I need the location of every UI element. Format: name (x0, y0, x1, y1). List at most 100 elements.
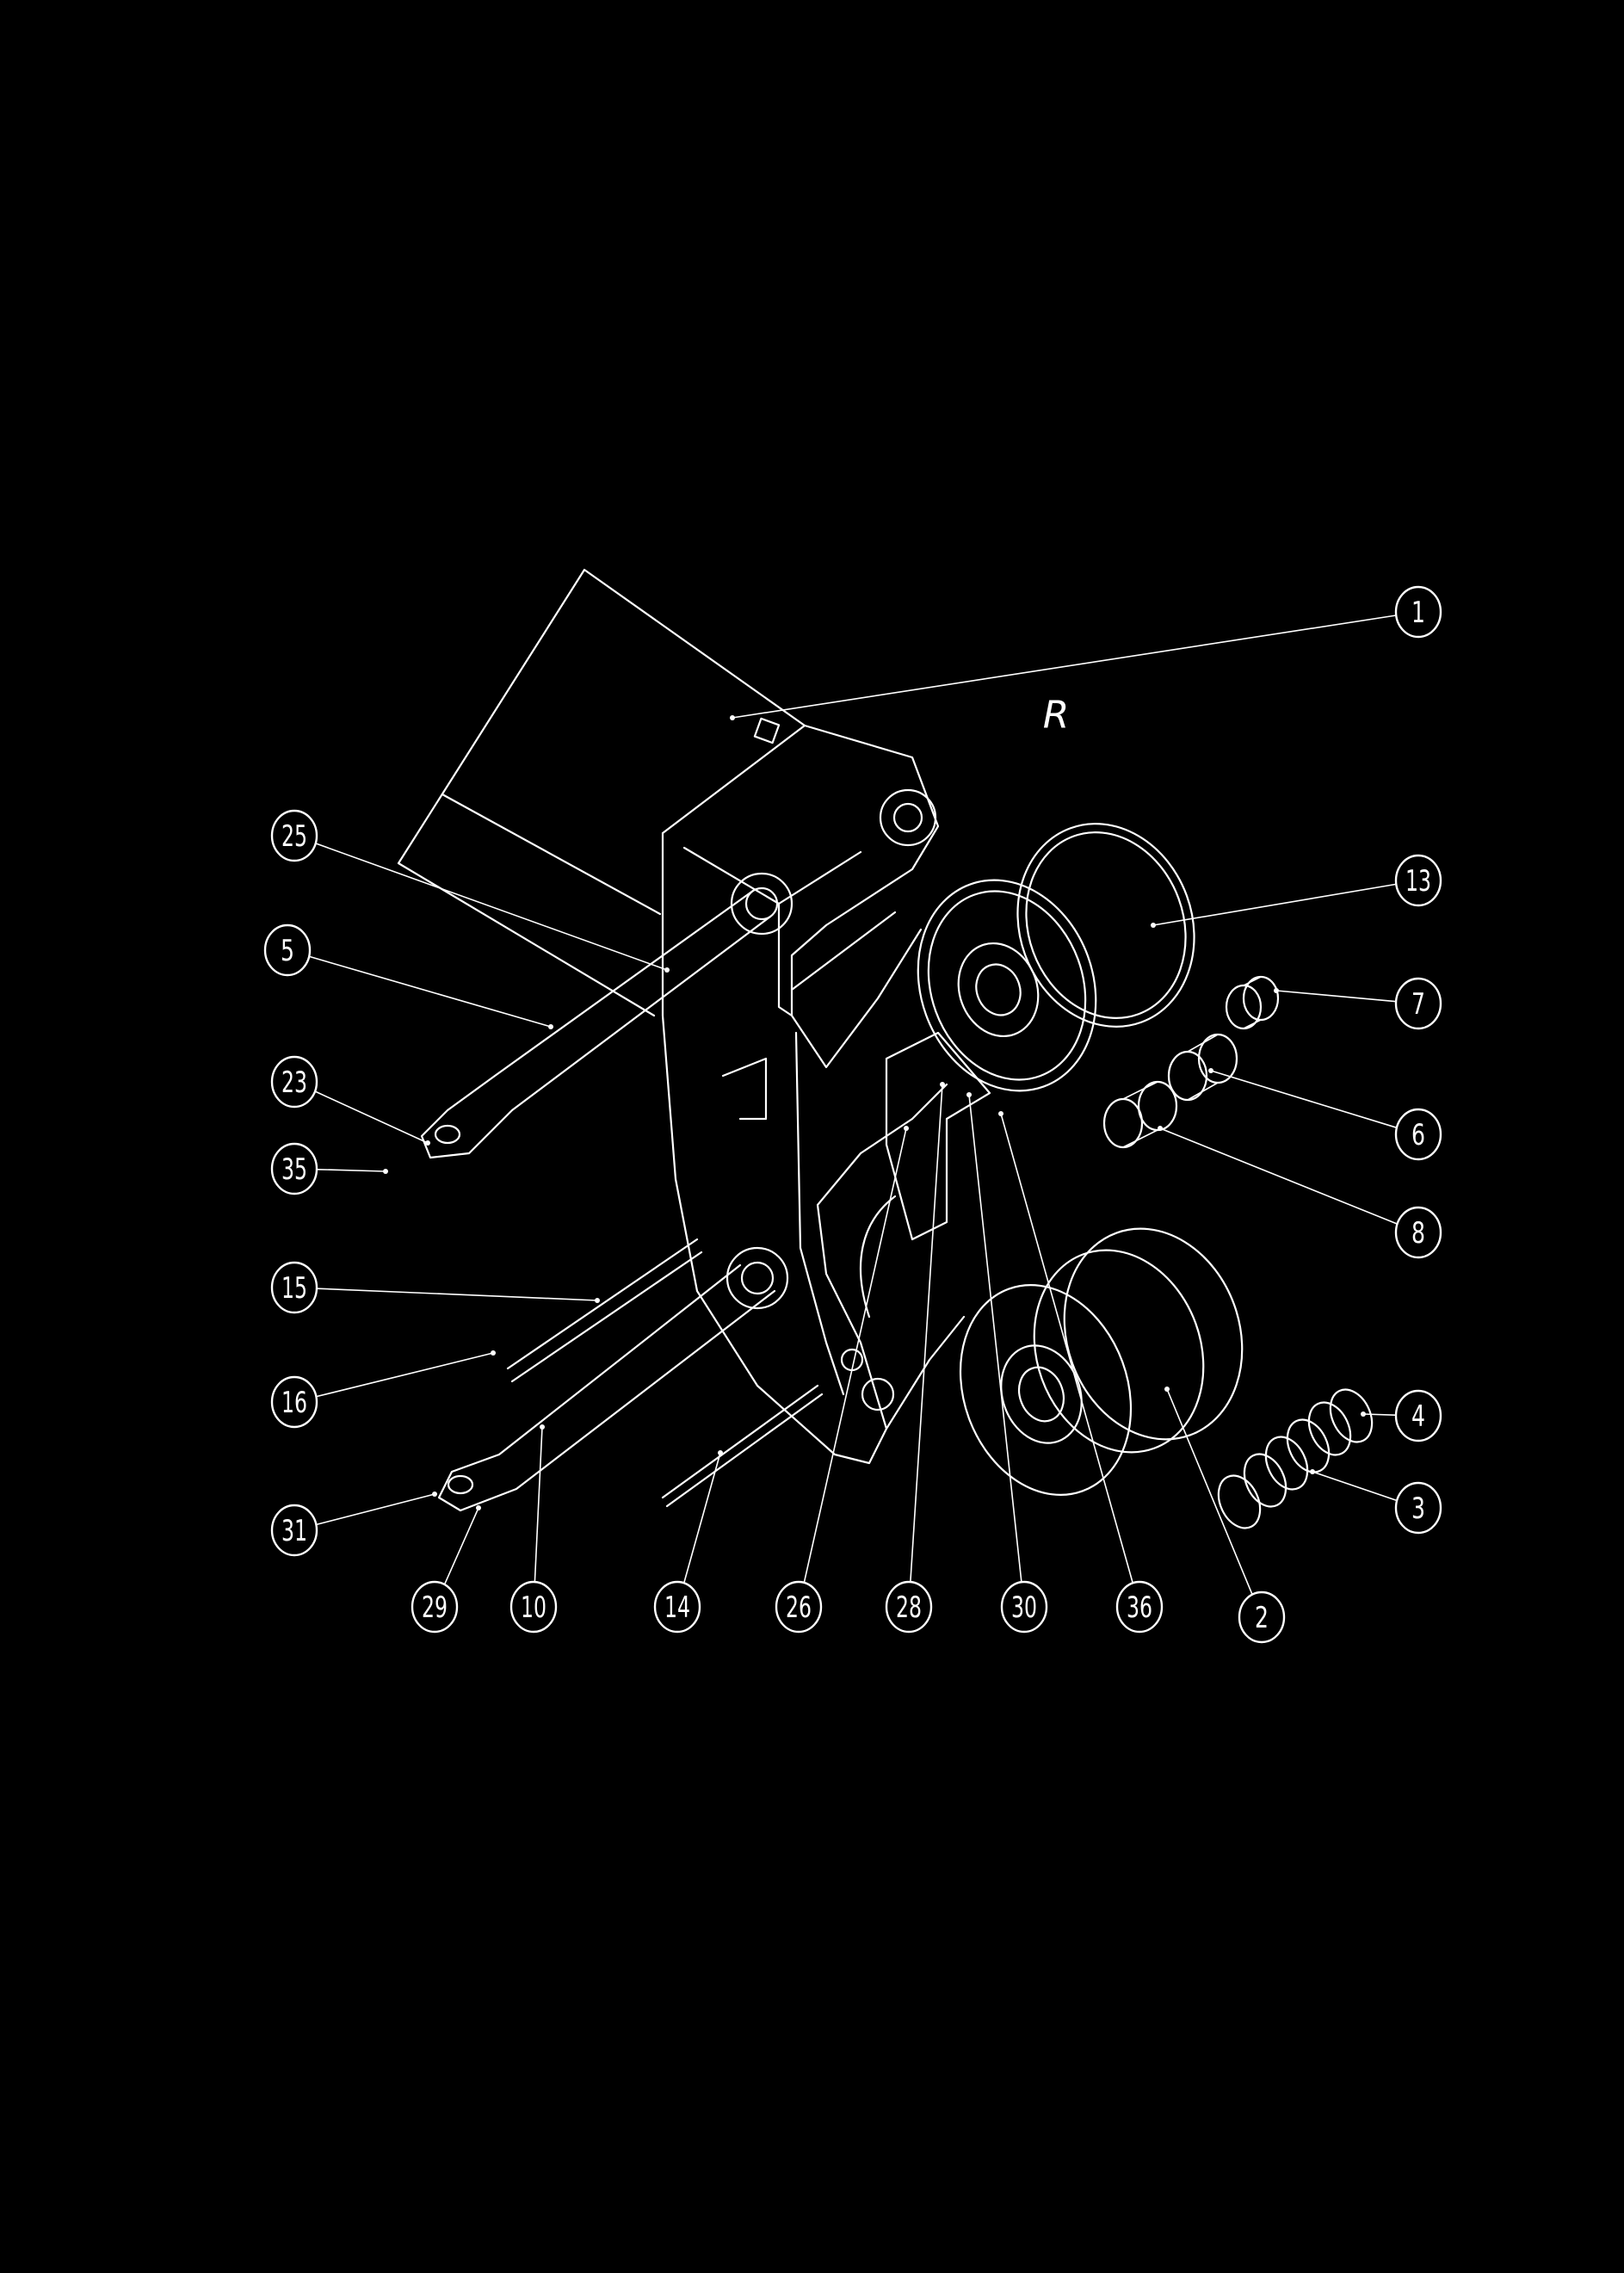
callout-number: 8 (1411, 1216, 1425, 1251)
leader-line (1312, 1471, 1397, 1502)
callout-number: 28 (896, 1590, 922, 1625)
callout-circle (270, 1261, 318, 1314)
callout-circle (653, 1580, 701, 1634)
callout-35: 35 (270, 1142, 388, 1195)
callout-number: 4 (1411, 1399, 1425, 1434)
callout-circle (1238, 1590, 1286, 1644)
callout-14: 14 (653, 1450, 723, 1634)
leader-line (909, 1084, 943, 1584)
callout-36: 36 (998, 1111, 1164, 1634)
leader-dot (1164, 1387, 1170, 1392)
leader-dot (1158, 1126, 1163, 1131)
callout-circle (1394, 585, 1442, 639)
callout-3: 3 (1310, 1469, 1442, 1535)
leader-line (1159, 1127, 1398, 1225)
callout-number: 15 (281, 1271, 307, 1306)
callout-circle (1394, 1108, 1442, 1161)
callout-number: 6 (1411, 1118, 1425, 1152)
leader-dot (1361, 1411, 1366, 1417)
callout-circle (1394, 1481, 1442, 1535)
callout-26: 26 (775, 1126, 909, 1634)
leader-line (534, 1426, 543, 1584)
callout-23: 23 (270, 1055, 430, 1146)
callout-6: 6 (1208, 1068, 1442, 1161)
leader-line (1275, 990, 1396, 1003)
callout-circle (1115, 1580, 1164, 1634)
callout-15: 15 (270, 1261, 600, 1314)
callout-number: 3 (1411, 1492, 1425, 1526)
leader-dot (1151, 923, 1156, 928)
callout-circle (1000, 1580, 1048, 1634)
callout-number: 2 (1255, 1601, 1269, 1635)
callout-circle (1394, 1389, 1442, 1442)
callout-29: 29 (411, 1505, 481, 1634)
leader-line (1210, 1070, 1397, 1128)
bushing-lower-arm-bore (740, 1261, 775, 1295)
callout-number: 29 (422, 1590, 448, 1625)
callout-circle (1394, 977, 1442, 1030)
callout-2: 2 (1164, 1387, 1286, 1644)
callout-5: 5 (263, 923, 553, 1029)
callout-16: 16 (270, 1350, 496, 1429)
bushings (1102, 975, 1280, 1149)
leader-line (732, 615, 1396, 719)
frame-inner (721, 1031, 897, 1396)
lower-pulley-assembly (959, 1227, 1244, 1496)
callout-number: 25 (281, 819, 307, 854)
bearing-plate (885, 1031, 991, 1241)
callout-circle (263, 923, 312, 977)
leader-dot (383, 1169, 388, 1174)
leader-dot (1208, 1068, 1213, 1073)
callout-8: 8 (1158, 1126, 1442, 1259)
leader-line (803, 1127, 907, 1584)
leader-line (1000, 1113, 1134, 1585)
revision-mark: R (1043, 694, 1070, 738)
cover-panel (397, 568, 806, 1017)
callout-1: 1 (730, 585, 1442, 720)
callout-number: 35 (281, 1152, 307, 1187)
leader-dot (998, 1111, 1003, 1116)
callout-28: 28 (885, 1082, 945, 1634)
leader-line (316, 1493, 435, 1526)
callout-number: 1 (1411, 596, 1425, 630)
leader-line (968, 1094, 1022, 1584)
leader-dot (425, 1140, 430, 1146)
callout-25: 25 (270, 809, 670, 973)
callout-circle (1394, 1206, 1442, 1259)
callout-10: 10 (509, 1424, 558, 1634)
callout-30: 30 (966, 1092, 1048, 1634)
machine-drawing: R (397, 568, 1374, 1529)
callout-number: 7 (1411, 987, 1425, 1022)
leader-line (443, 1507, 479, 1586)
main-frame (661, 724, 966, 1465)
leader-line (315, 1090, 429, 1144)
leader-dot (730, 715, 735, 720)
callout-circle (270, 1375, 318, 1429)
callout-number: 30 (1011, 1590, 1037, 1625)
bushing-upper-arm (730, 872, 793, 936)
leader-line (1362, 1413, 1396, 1416)
callout-circle (270, 1504, 318, 1557)
callout-circle (509, 1580, 558, 1634)
leader-dot (540, 1424, 545, 1430)
leader-dot (966, 1092, 972, 1097)
callout-circle (775, 1580, 823, 1634)
callout-circle (270, 1142, 318, 1195)
callout-circle (270, 809, 318, 862)
callout-number: 26 (786, 1590, 812, 1625)
callout-circle (885, 1580, 933, 1634)
callout-circle (1394, 854, 1442, 907)
leader-dot (548, 1024, 553, 1029)
leader-line (682, 1452, 721, 1585)
leader-dot (940, 1082, 945, 1087)
leader-dot (904, 1126, 909, 1131)
lower-arm (437, 1263, 776, 1512)
callout-4: 4 (1361, 1389, 1442, 1442)
bushing-lower-arm (726, 1246, 789, 1310)
springs (1217, 1388, 1374, 1529)
leader-line (309, 955, 552, 1028)
leader-dot (1310, 1469, 1315, 1474)
callout-number: 36 (1127, 1590, 1152, 1625)
